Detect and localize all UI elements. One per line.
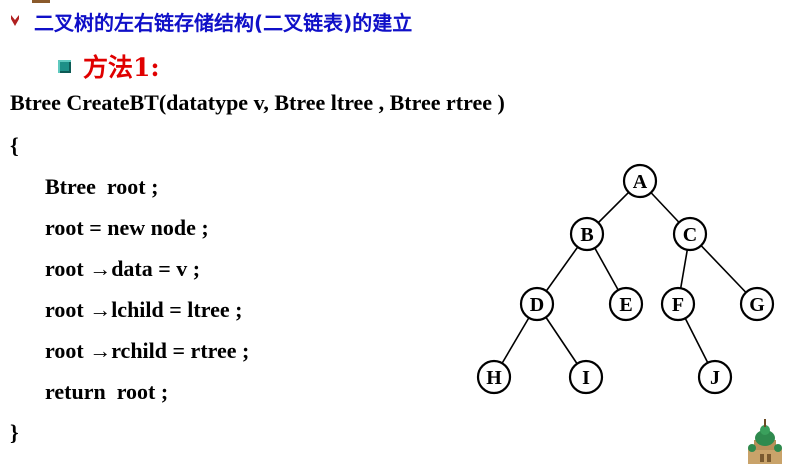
code-line-rchild: root →rchild = rtree ; — [45, 338, 250, 363]
tree-node-label: J — [710, 367, 720, 389]
code-open-brace: { — [10, 133, 19, 158]
code-line-new: root = new node ; — [45, 215, 209, 240]
code-line-data: root →data = v ; — [45, 256, 201, 281]
tree-node-circle — [660, 286, 696, 322]
cathedral-icon — [748, 419, 782, 464]
function-signature: Btree CreateBT(datatype v, Btree ltree ,… — [10, 90, 505, 115]
tree-node-label: B — [580, 224, 593, 246]
code-line-return: return root ; — [45, 379, 169, 404]
tree-node-J: J — [697, 359, 733, 395]
tree-node-label: G — [749, 294, 765, 316]
tree-node-C: C — [672, 216, 708, 252]
tree-node-circle — [672, 216, 708, 252]
section-heading: 二叉树的左右链存储结构(二叉链表)的建立 — [8, 8, 413, 35]
arrow-down-icon — [11, 15, 19, 26]
tree-node-circle — [739, 286, 775, 322]
tree-node-label: D — [530, 294, 544, 316]
top-decoration — [32, 0, 50, 3]
tree-node-E: E — [608, 286, 644, 322]
tree-node-B: B — [569, 216, 605, 252]
tree-node-label: I — [582, 367, 590, 389]
tree-node-label: C — [683, 224, 697, 246]
tree-node-circle — [519, 286, 555, 322]
tree-node-circle — [697, 359, 733, 395]
code-close-brace: } — [10, 420, 19, 445]
tree-node-G: G — [739, 286, 775, 322]
tree-node-circle — [569, 216, 605, 252]
tree-node-circle — [568, 359, 604, 395]
tree-node-circle — [622, 163, 658, 199]
tree-node-F: F — [660, 286, 696, 322]
tree-node-label: H — [486, 367, 502, 389]
tree-node-D: D — [519, 286, 555, 322]
heading-text: 二叉树的左右链存储结构(二叉链表)的建立 — [34, 10, 413, 35]
method-heading: 方法1: — [58, 50, 160, 82]
tree-node-A: A — [622, 163, 658, 199]
tree-node-I: I — [568, 359, 604, 395]
tree-node-label: F — [672, 294, 684, 316]
tree-node-label: E — [619, 294, 632, 316]
method-title: 方法1: — [83, 53, 160, 82]
code-line-declare: Btree root ; — [45, 174, 159, 199]
tree-node-circle — [476, 359, 512, 395]
square-bullet-icon — [58, 59, 71, 73]
tree-node-label: A — [633, 171, 648, 193]
tree-node-circle — [608, 286, 644, 322]
tree-node-H: H — [476, 359, 512, 395]
code-line-lchild: root →lchild = ltree ; — [45, 297, 243, 322]
